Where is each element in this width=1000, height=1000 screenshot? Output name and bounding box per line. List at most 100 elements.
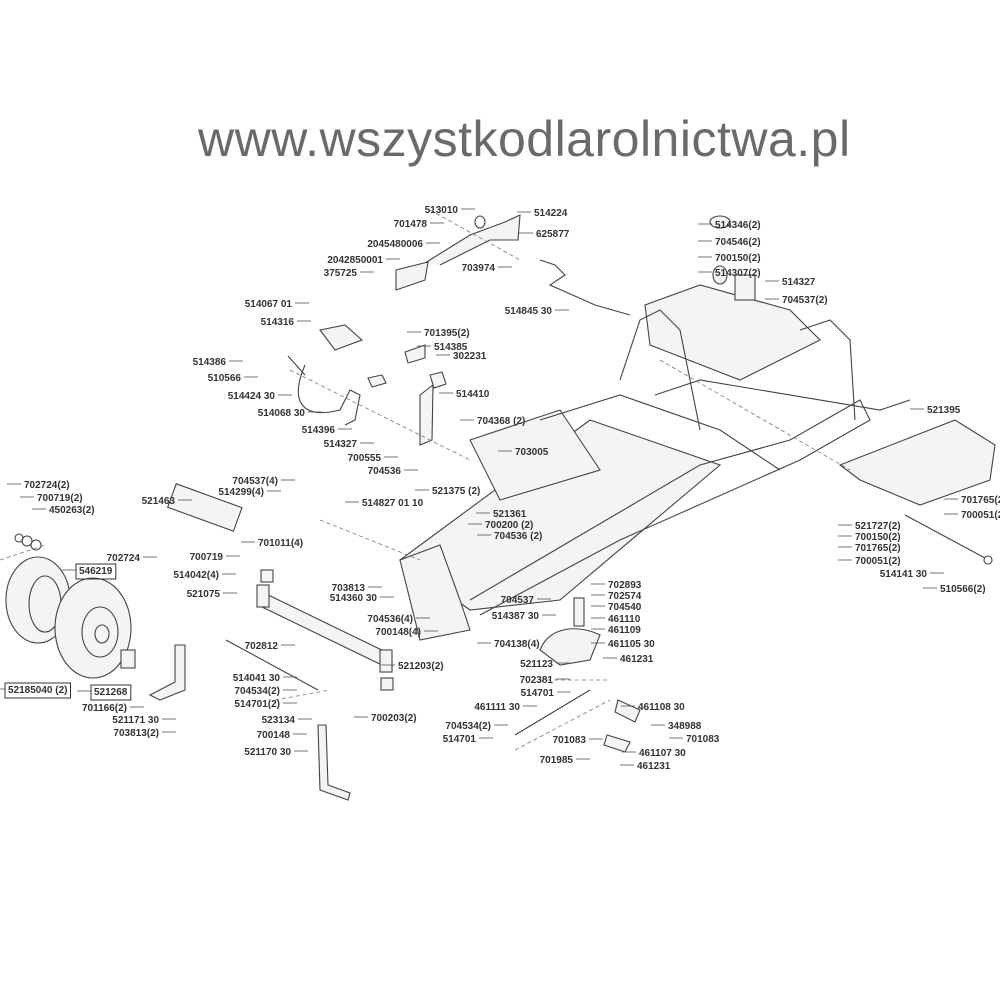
- part-label: 514424 30: [228, 391, 276, 402]
- part-label: 701083: [686, 734, 720, 745]
- part-label: 700203(2): [371, 713, 417, 724]
- part-label: 514410: [456, 389, 490, 400]
- part-label: 514141 30: [880, 569, 928, 580]
- part-label: 514327: [782, 277, 816, 288]
- part-label: 703813: [332, 583, 366, 594]
- part-label: 702893: [608, 580, 642, 591]
- part-label: 450263(2): [49, 505, 95, 516]
- part-label: 461109: [608, 625, 641, 636]
- part-label: 521075: [187, 589, 221, 600]
- part-label: 514845 30: [505, 306, 553, 317]
- part-label: 461110: [608, 614, 641, 625]
- part-label: 704537(2): [782, 295, 828, 306]
- part-label: 523134: [262, 715, 296, 726]
- part-label: 701083: [553, 735, 587, 746]
- front-wheels: [5, 533, 136, 679]
- part-label: 514827 01 10: [362, 498, 424, 509]
- part-label: 461111 30: [474, 702, 520, 713]
- part-label: 700051(2): [855, 556, 901, 567]
- part-label: 702724: [107, 553, 141, 564]
- part-label: 513010: [425, 205, 459, 216]
- part-label: 514360 30: [330, 593, 378, 604]
- part-label: 514067 01: [245, 299, 293, 310]
- part-label: 461107 30: [639, 748, 686, 759]
- part-label: 701395(2): [424, 328, 470, 339]
- part-label: 701985: [540, 755, 574, 766]
- part-label: 704536(4): [367, 614, 413, 625]
- part-label: 461231: [637, 761, 671, 772]
- part-label: 703974: [462, 263, 496, 274]
- part-label: 521361: [493, 509, 527, 520]
- part-label: 546219: [79, 566, 113, 577]
- part-label: 703005: [515, 447, 549, 458]
- part-label: 514346(2): [715, 220, 761, 231]
- part-label: 521123: [520, 659, 553, 670]
- pedal-assembly: [287, 324, 447, 446]
- spring: [712, 265, 728, 285]
- part-label: 521268: [94, 687, 128, 698]
- part-label: 703813(2): [113, 728, 159, 739]
- part-label: 514224: [534, 208, 568, 219]
- part-label: 302231: [453, 351, 487, 362]
- part-label: 701478: [394, 219, 428, 230]
- part-label: 521463: [142, 496, 176, 507]
- part-label: 704540: [608, 602, 642, 613]
- part-label: 521727(2): [855, 521, 901, 532]
- part-label: 514387 30: [492, 611, 540, 622]
- part-label: 461108 30: [638, 702, 685, 713]
- part-label: 702574: [608, 591, 642, 602]
- part-label: 514068 30: [258, 408, 306, 419]
- part-label: 700150(2): [715, 253, 761, 264]
- part-label: 521203(2): [398, 661, 444, 672]
- part-label: 700051(2): [961, 510, 1000, 521]
- part-label: 514299(4): [218, 487, 264, 498]
- chassis-frame: [399, 274, 911, 641]
- part-label: 375725: [324, 268, 358, 279]
- part-label: 704534(2): [445, 721, 491, 732]
- label-box: [4, 682, 71, 699]
- part-label: 514307(2): [715, 268, 761, 279]
- front-axle: [148, 483, 394, 801]
- part-label: 701765(2): [855, 543, 901, 554]
- part-label: 521170 30: [244, 747, 291, 758]
- part-label: 700719: [190, 552, 224, 563]
- steering-sector: [514, 597, 641, 753]
- part-label: 461105 30: [608, 639, 655, 650]
- part-label: 514701(2): [234, 699, 280, 710]
- part-label: 704537: [501, 595, 535, 606]
- label-box: [90, 684, 132, 701]
- part-label: 700148(4): [375, 627, 421, 638]
- watermark: www.wszystkodlarolnictwa.pl: [198, 111, 851, 167]
- part-label: 2045480006: [367, 239, 423, 250]
- part-label: 700200 (2): [485, 520, 533, 531]
- label-box: [75, 563, 117, 580]
- parking-brake-lever: [395, 214, 631, 316]
- part-label: 514327: [324, 439, 358, 450]
- part-label: 701166(2): [82, 703, 127, 714]
- part-label: 700150(2): [855, 532, 901, 543]
- part-label: 625877: [536, 229, 570, 240]
- part-label: 514385: [434, 342, 468, 353]
- rod-514141: [904, 514, 986, 559]
- part-label: 704546(2): [715, 237, 761, 248]
- part-label: 704534(2): [234, 686, 280, 697]
- part-label: 701765(2): [961, 495, 1000, 506]
- part-label: 2042850001: [327, 255, 383, 266]
- part-label: 521395: [927, 405, 961, 416]
- part-label: 702724(2): [24, 480, 70, 491]
- floor-plate: [838, 419, 996, 506]
- part-label: 461231: [620, 654, 654, 665]
- part-label: 700719(2): [37, 493, 83, 504]
- part-label: 52185040 (2): [8, 685, 68, 696]
- part-label: 514701: [443, 734, 477, 745]
- part-label: 521171 30: [112, 715, 159, 726]
- part-label: 348988: [668, 721, 702, 732]
- part-label: 700555: [348, 453, 382, 464]
- part-label: 510566(2): [940, 584, 986, 595]
- part-label: 704536: [368, 466, 402, 477]
- construction-lines: [0, 209, 851, 751]
- part-label: 704138(4): [494, 639, 540, 650]
- part-label: 514042(4): [173, 570, 219, 581]
